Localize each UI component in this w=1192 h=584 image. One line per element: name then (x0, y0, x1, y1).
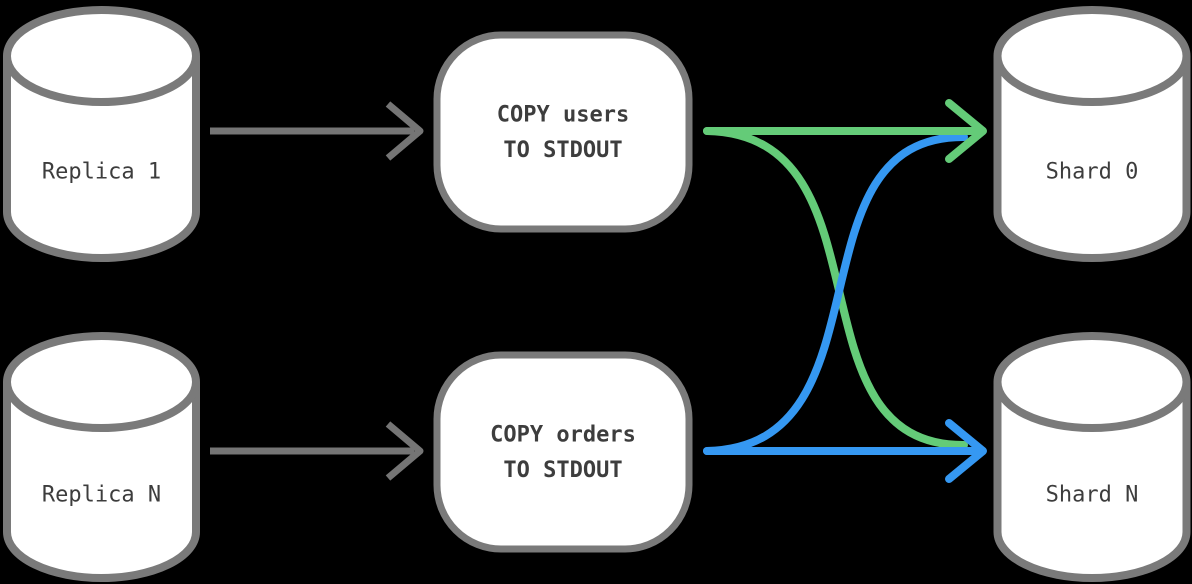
arrowhead-copy-users (385, 101, 424, 161)
cylinder-body (3, 382, 200, 582)
arrow-replica-n-to-copy-orders (210, 421, 424, 481)
replica-1-label: Replica 1 (42, 160, 161, 185)
arrow-replica-1-to-copy-users (210, 101, 424, 161)
arrow-copy-orders-to-shard-0 (703, 132, 968, 455)
cylinder-top (993, 332, 1191, 432)
database-replica-1: Replica 1 (3, 6, 200, 262)
replica-n-label: Replica N (42, 483, 161, 508)
arrow-copy-orders-to-shard-n (703, 419, 987, 483)
arrow-copy-users-to-shard-n (703, 127, 968, 450)
database-replica-n: Replica N (3, 332, 200, 582)
cylinder-body (993, 382, 1191, 582)
arrowhead-copy-orders (385, 421, 424, 481)
process-copy-orders: COPY orders TO STDOUT (433, 351, 693, 553)
copy-orders-line1: COPY orders (490, 423, 636, 448)
arrowhead-shard-0 (945, 99, 987, 163)
cylinder-body (3, 56, 200, 262)
process-box (433, 31, 693, 233)
copy-users-line1: COPY users (497, 103, 629, 128)
copy-users-line2: TO STDOUT (503, 138, 622, 163)
database-shard-n: Shard N (993, 332, 1191, 582)
process-copy-users: COPY users TO STDOUT (433, 31, 693, 233)
database-shard-0: Shard 0 (993, 6, 1191, 262)
cylinder-top (993, 6, 1191, 106)
shard-0-label: Shard 0 (1046, 160, 1139, 185)
arrowhead-shard-n (945, 419, 987, 483)
copy-orders-line2: TO STDOUT (503, 458, 622, 483)
cylinder-top (3, 6, 200, 106)
shard-n-label: Shard N (1046, 483, 1139, 508)
cylinder-top (3, 332, 200, 432)
process-box (433, 351, 693, 553)
cylinder-body (993, 56, 1191, 262)
arrow-copy-users-to-shard-0 (703, 99, 987, 163)
